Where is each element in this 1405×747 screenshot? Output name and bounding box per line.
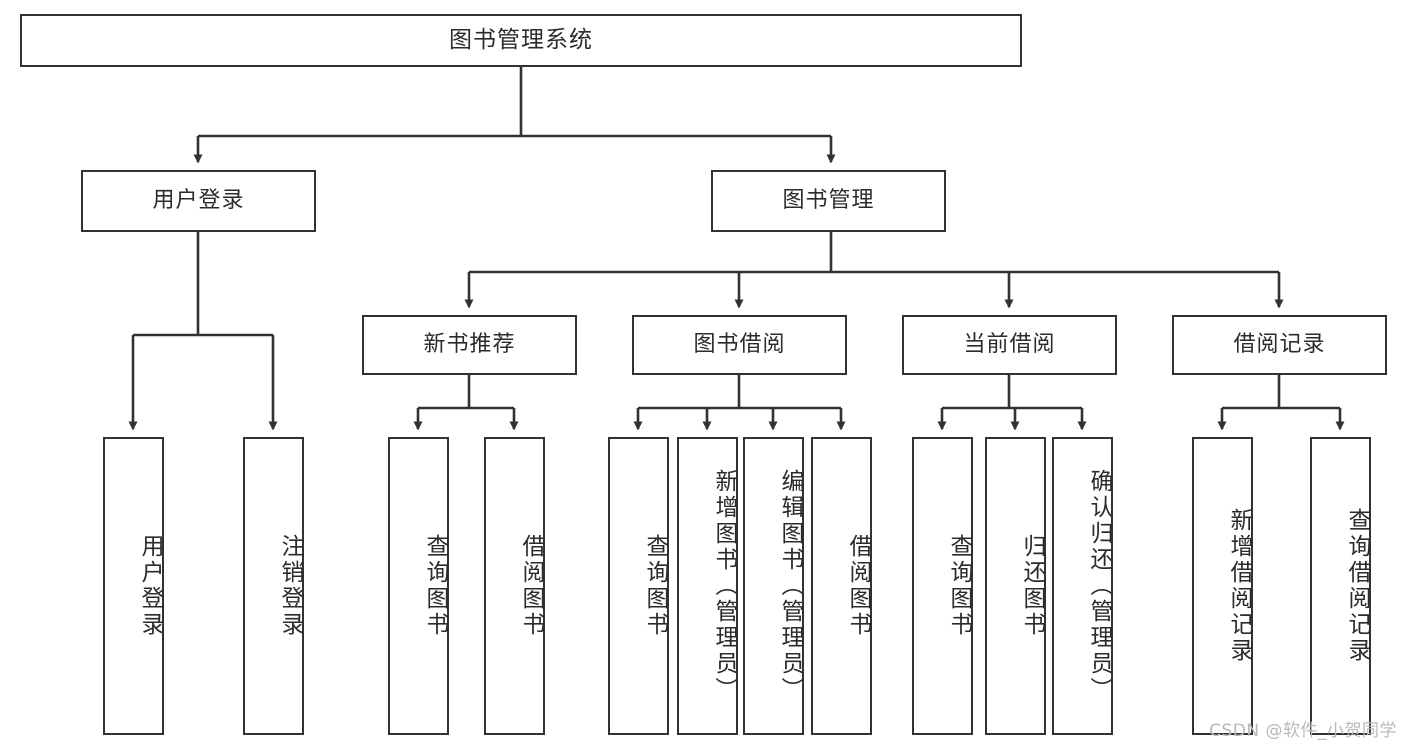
node-leaf-bb-edit-book[interactable]: 编辑图书（管理员） [743,437,804,735]
node-label: 编辑图书（管理员） [777,469,803,703]
node-leaf-user-login[interactable]: 用户登录 [103,437,164,735]
node-leaf-cb-query-book[interactable]: 查询图书 [912,437,973,735]
node-leaf-br-add-record[interactable]: 新增借阅记录 [1192,437,1253,735]
node-borrow-record[interactable]: 借阅记录 [1172,315,1387,375]
node-label: 当前借阅 [963,331,1056,357]
node-label: 注销登录 [277,534,303,638]
node-leaf-user-logout[interactable]: 注销登录 [243,437,304,735]
node-leaf-bb-borrow-book[interactable]: 借阅图书 [811,437,872,735]
node-label: 查询借阅记录 [1344,508,1370,664]
node-new-book-rec[interactable]: 新书推荐 [362,315,577,375]
connector-login-bus [128,232,278,431]
node-label: 用户登录 [137,534,163,638]
node-leaf-rec-query-book[interactable]: 查询图书 [388,437,449,735]
node-label: 新增图书（管理员） [711,469,737,703]
node-label: 查询图书 [422,534,448,638]
node-leaf-cb-confirm-return[interactable]: 确认归还（管理员） [1052,437,1113,735]
node-book-manage[interactable]: 图书管理 [711,170,946,232]
connector-record-bus [1217,375,1345,431]
node-label: 新增借阅记录 [1226,508,1252,664]
node-label: 图书借阅 [693,331,786,357]
connector-current-bus [937,375,1087,431]
node-label: 查询图书 [642,534,668,638]
connector-rec-bus [413,375,519,431]
node-leaf-cb-return-book[interactable]: 归还图书 [985,437,1046,735]
node-label: 用户登录 [152,187,245,213]
node-label: 查询图书 [946,534,972,638]
node-label: 确认归还（管理员） [1086,469,1112,703]
node-leaf-bb-add-book[interactable]: 新增图书（管理员） [677,437,738,735]
node-label: 图书管理 [782,187,875,213]
node-leaf-bb-query-book[interactable]: 查询图书 [608,437,669,735]
node-leaf-br-query-record[interactable]: 查询借阅记录 [1310,437,1371,735]
connector-borrow-bus [633,375,846,431]
node-current-borrow[interactable]: 当前借阅 [902,315,1117,375]
node-label: 借阅图书 [518,534,544,638]
node-label: 借阅记录 [1233,331,1326,357]
connector-root-bus [193,67,836,164]
node-label: 借阅图书 [845,534,871,638]
node-label: 归还图书 [1019,534,1045,638]
node-label: 新书推荐 [423,331,516,357]
node-book-borrow[interactable]: 图书借阅 [632,315,847,375]
node-label: 图书管理系统 [449,26,593,53]
connector-manage-bus [464,232,1284,309]
node-user-login[interactable]: 用户登录 [81,170,316,232]
node-leaf-rec-borrow-book[interactable]: 借阅图书 [484,437,545,735]
node-root-system[interactable]: 图书管理系统 [20,14,1022,67]
